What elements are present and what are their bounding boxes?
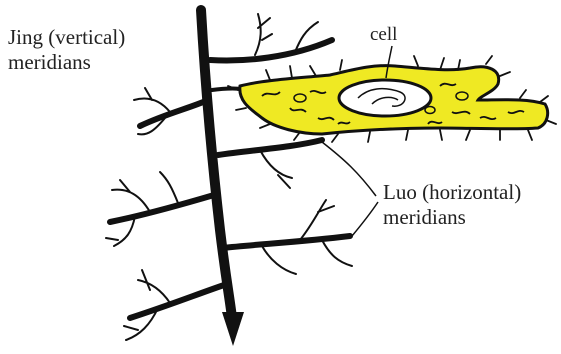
luo-twig [160, 172, 178, 203]
luo-leader-lower [352, 202, 378, 236]
jing-meridians-label: Jing (vertical) meridians [8, 25, 125, 75]
luo-label-line1: Luo (horizontal) [383, 180, 521, 205]
luo-twig [260, 150, 292, 188]
jing-label-line1: Jing (vertical) [8, 25, 125, 50]
luo-branch-left-upper [140, 100, 208, 126]
cell-label-text: cell [370, 22, 397, 47]
luo-meridians-label: Luo (horizontal) meridians [383, 180, 521, 230]
luo-label-line2: meridians [383, 205, 521, 230]
luo-twig [255, 14, 272, 55]
luo-branch-left-mid [110, 195, 214, 222]
arrowhead-icon [222, 312, 244, 346]
luo-leader-upper [322, 142, 376, 196]
jing-vertical-line [201, 10, 232, 318]
luo-leaders [322, 142, 378, 236]
luo-branch-left-low [130, 285, 224, 318]
luo-branch-low-right [222, 236, 350, 248]
luo-twig [262, 246, 296, 274]
cell-label: cell [370, 22, 397, 47]
luo-branch-mid-right [218, 140, 322, 155]
luo-branch-upper-right [210, 40, 332, 60]
jing-label-line2: meridians [8, 50, 125, 75]
cell-shape [228, 46, 556, 142]
luo-twig [300, 200, 352, 266]
